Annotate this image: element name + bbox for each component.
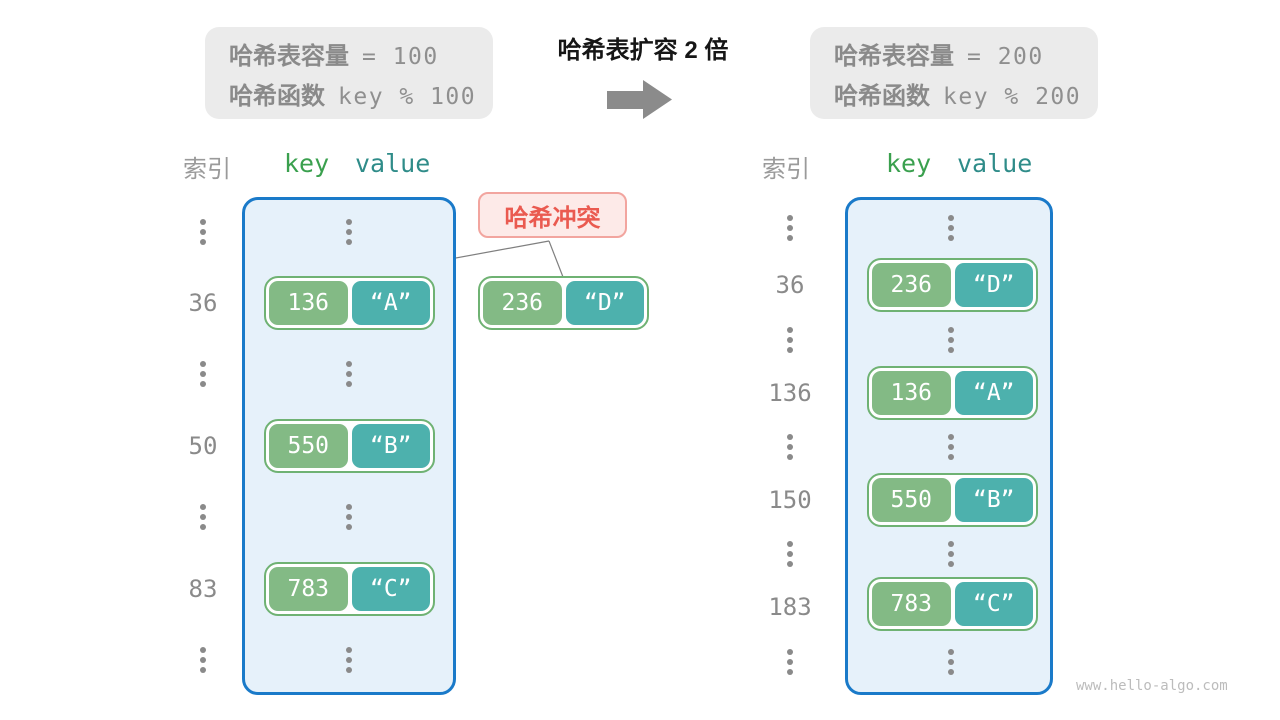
index-label: 183 bbox=[768, 593, 812, 621]
pair-key: 550 bbox=[269, 424, 348, 468]
key-value-pair: 136 “A” bbox=[264, 276, 435, 330]
pair-key: 236 bbox=[872, 263, 951, 307]
resize-title: 哈希表扩容 2 倍 bbox=[557, 37, 729, 64]
capacity-info-box-after: 哈希表容量 = 200 哈希函数 key % 200 bbox=[810, 27, 1098, 119]
pair-value: “A” bbox=[351, 281, 430, 325]
capacity-line: 哈希表容量 = 100 bbox=[229, 36, 493, 71]
vertical-ellipsis-icon bbox=[948, 215, 954, 241]
watermark: www.hello-algo.com bbox=[1076, 678, 1228, 694]
vertical-ellipsis-icon bbox=[200, 219, 206, 245]
index-label: 150 bbox=[768, 486, 812, 514]
hash-function-label: 哈希函数 bbox=[834, 82, 930, 110]
vertical-ellipsis-icon bbox=[948, 434, 954, 460]
index-label: 36 bbox=[188, 289, 218, 317]
hash-collision-badge: 哈希冲突 bbox=[478, 192, 627, 238]
capacity-value: = 100 bbox=[362, 43, 439, 70]
pair-value: “C” bbox=[954, 582, 1033, 626]
pair-key: 236 bbox=[483, 281, 562, 325]
index-label: 83 bbox=[188, 575, 218, 603]
vertical-ellipsis-icon bbox=[948, 649, 954, 675]
vertical-ellipsis-icon bbox=[200, 504, 206, 530]
key-value-pair: 136 “A” bbox=[867, 366, 1038, 420]
right-header-index: 索引 bbox=[762, 156, 810, 183]
vertical-ellipsis-icon bbox=[346, 361, 352, 387]
pair-value: “B” bbox=[351, 424, 430, 468]
colliding-key-value-pair: 236 “D” bbox=[478, 276, 649, 330]
index-label: 136 bbox=[768, 379, 812, 407]
capacity-value: = 200 bbox=[967, 43, 1044, 70]
pair-value: “D” bbox=[565, 281, 644, 325]
pair-value: “D” bbox=[954, 263, 1033, 307]
index-label: 36 bbox=[775, 271, 805, 299]
capacity-info-box-before: 哈希表容量 = 100 哈希函数 key % 100 bbox=[205, 27, 493, 119]
vertical-ellipsis-icon bbox=[787, 434, 793, 460]
hash-function-label: 哈希函数 bbox=[229, 82, 325, 110]
right-header-key: key bbox=[886, 149, 932, 178]
right-arrow-icon bbox=[607, 80, 672, 119]
capacity-label: 哈希表容量 bbox=[229, 42, 349, 70]
vertical-ellipsis-icon bbox=[200, 647, 206, 673]
vertical-ellipsis-icon bbox=[948, 327, 954, 353]
pair-value: “C” bbox=[351, 567, 430, 611]
pair-value: “B” bbox=[954, 478, 1033, 522]
left-header-value: value bbox=[355, 149, 431, 178]
vertical-ellipsis-icon bbox=[787, 327, 793, 353]
capacity-line: 哈希表容量 = 200 bbox=[834, 36, 1098, 71]
pair-value: “A” bbox=[954, 371, 1033, 415]
index-label: 50 bbox=[188, 432, 218, 460]
left-header-index: 索引 bbox=[183, 156, 231, 183]
vertical-ellipsis-icon bbox=[787, 215, 793, 241]
vertical-ellipsis-icon bbox=[346, 504, 352, 530]
key-value-pair: 783 “C” bbox=[867, 577, 1038, 631]
vertical-ellipsis-icon bbox=[346, 219, 352, 245]
vertical-ellipsis-icon bbox=[787, 541, 793, 567]
capacity-label: 哈希表容量 bbox=[834, 42, 954, 70]
pair-key: 136 bbox=[872, 371, 951, 415]
hash-function-line: 哈希函数 key % 200 bbox=[834, 76, 1098, 111]
left-header-key: key bbox=[284, 149, 330, 178]
vertical-ellipsis-icon bbox=[787, 649, 793, 675]
pair-key: 550 bbox=[872, 478, 951, 522]
key-value-pair: 550 “B” bbox=[867, 473, 1038, 527]
vertical-ellipsis-icon bbox=[948, 541, 954, 567]
pair-key: 783 bbox=[269, 567, 348, 611]
vertical-ellipsis-icon bbox=[200, 361, 206, 387]
pair-key: 136 bbox=[269, 281, 348, 325]
collision-connector-line-right bbox=[548, 240, 564, 278]
key-value-pair: 550 “B” bbox=[264, 419, 435, 473]
pair-key: 783 bbox=[872, 582, 951, 626]
key-value-pair: 236 “D” bbox=[867, 258, 1038, 312]
hash-function-value: key % 200 bbox=[943, 83, 1082, 110]
vertical-ellipsis-icon bbox=[346, 647, 352, 673]
hash-function-line: 哈希函数 key % 100 bbox=[229, 76, 493, 111]
hash-function-value: key % 100 bbox=[338, 83, 477, 110]
right-header-value: value bbox=[957, 149, 1033, 178]
key-value-pair: 783 “C” bbox=[264, 562, 435, 616]
